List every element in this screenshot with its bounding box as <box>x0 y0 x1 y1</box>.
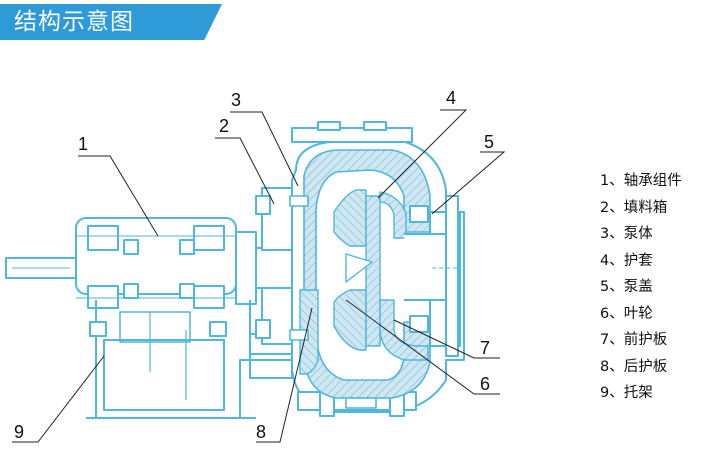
back-liner-plate <box>299 289 319 375</box>
leader-2 <box>215 137 275 205</box>
bearing-assembly <box>75 217 257 309</box>
leader-9 <box>12 355 105 443</box>
callout-5: 5 <box>484 132 494 152</box>
leader-5 <box>431 151 506 215</box>
callout-1: 1 <box>78 134 88 154</box>
callout-8: 8 <box>256 422 266 442</box>
callout-9: 9 <box>14 422 24 442</box>
leader-8 <box>256 307 313 443</box>
callout-numbers: 1 2 3 4 5 6 7 8 9 <box>14 88 494 442</box>
pump-drawing <box>5 121 465 419</box>
parts-legend: 1、轴承组件 2、填料箱 3、泵体 4、护套 5、泵盖 6、叶轮 7、前护板 8… <box>600 168 700 407</box>
legend-item: 6、叶轮 <box>600 305 653 322</box>
legend-item: 5、泵盖 <box>600 279 653 295</box>
legend-item: 1、轴承组件 <box>600 173 682 189</box>
leader-3 <box>230 111 299 187</box>
leader-6 <box>345 299 500 395</box>
bolts <box>289 195 377 409</box>
title-banner: 结构示意图 <box>0 4 222 40</box>
legend-item: 3、泵体 <box>600 226 653 242</box>
callout-4: 4 <box>446 88 456 108</box>
callout-2: 2 <box>219 116 229 136</box>
callout-7: 7 <box>480 338 490 358</box>
liner <box>303 149 431 399</box>
legend-item: 2、填料箱 <box>600 199 668 216</box>
legend-item: 9、托架 <box>600 385 653 401</box>
front-liner <box>379 191 407 239</box>
pump-cover <box>404 195 461 357</box>
leader-lines <box>12 109 506 443</box>
leader-1 <box>78 155 159 237</box>
callout-6: 6 <box>480 374 490 394</box>
callout-3: 3 <box>231 90 241 110</box>
legend-item: 8、后护板 <box>600 358 668 375</box>
leader-7 <box>393 319 500 359</box>
leader-4 <box>377 109 468 199</box>
legend-item: 7、前护板 <box>600 332 668 348</box>
legend-item: 4、护套 <box>600 252 653 269</box>
impeller <box>333 189 381 351</box>
front-liner-lower <box>379 299 429 361</box>
page-title: 结构示意图 <box>14 9 134 35</box>
